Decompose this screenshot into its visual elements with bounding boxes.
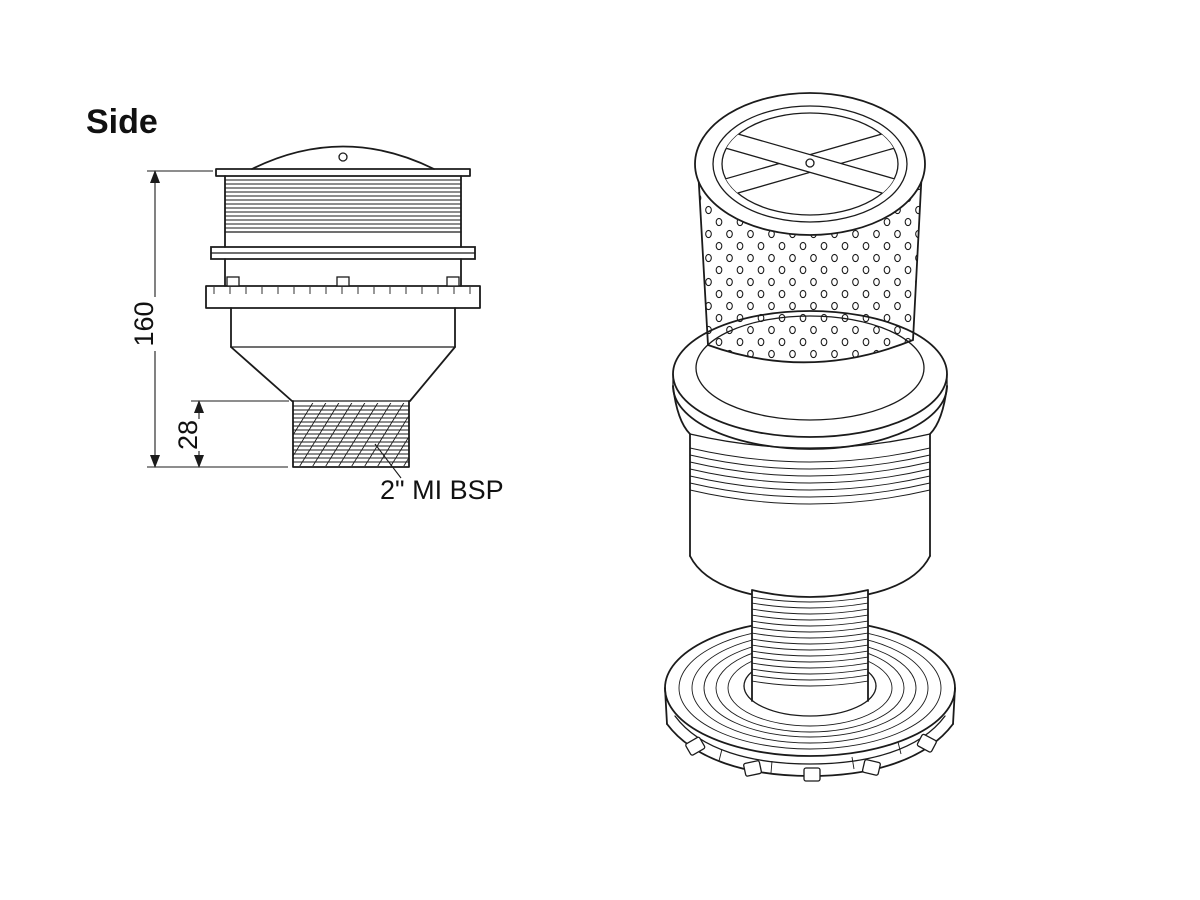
iso-tail-thread xyxy=(743,589,877,718)
backnut-tabs xyxy=(685,733,937,782)
dome-cap xyxy=(215,145,471,177)
dimension-lines xyxy=(147,170,402,479)
arrowhead-up xyxy=(194,400,204,413)
collar-section xyxy=(205,276,481,309)
view-label: Side xyxy=(86,103,158,141)
basket-handle-ring xyxy=(694,92,926,236)
arrowhead-down xyxy=(194,455,204,468)
sink-flange xyxy=(672,310,948,450)
dim-height-label: 160 xyxy=(129,301,159,346)
arrowhead-up xyxy=(150,170,160,183)
upper-thread-section xyxy=(224,175,462,248)
arrowhead-down xyxy=(150,455,160,468)
isometric-view xyxy=(664,92,956,782)
dim-tail-label: 28 xyxy=(173,420,203,450)
side-view xyxy=(205,145,481,468)
leader-line xyxy=(374,443,402,479)
thread-spec-label: 2" MI BSP xyxy=(380,475,504,505)
flange-section xyxy=(210,246,476,287)
tail-thread-section xyxy=(292,400,410,468)
funnel-section xyxy=(230,307,456,402)
